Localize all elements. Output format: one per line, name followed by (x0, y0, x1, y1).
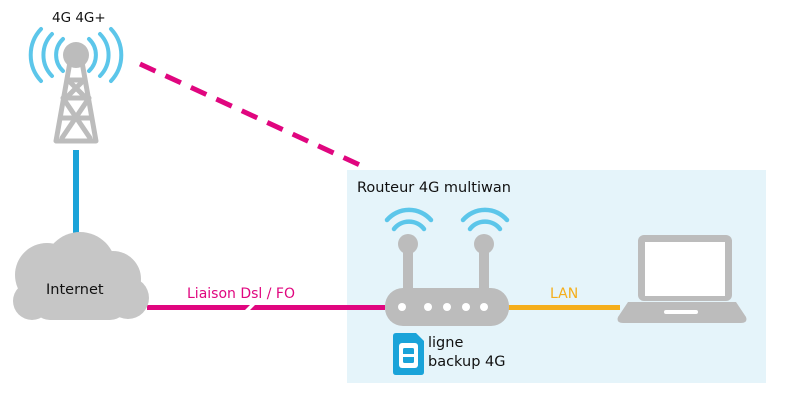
backup-label-line1: ligne (428, 335, 464, 351)
lan-link (508, 305, 620, 310)
4g-wireless-link (138, 61, 364, 169)
router-box-label: Routeur 4G multiwan (357, 180, 511, 196)
tower-label: 4G 4G+ (52, 10, 106, 26)
dsl-link-label: Liaison Dsl / FO (187, 286, 295, 302)
cloud-label: Internet (46, 282, 104, 298)
laptop-icon (617, 235, 747, 323)
dsl-link (147, 305, 385, 310)
cell-tower-icon (28, 27, 124, 144)
tower-internet-link (73, 150, 79, 240)
sim-card-icon (393, 333, 424, 375)
backup-label-line2: backup 4G (428, 354, 506, 370)
backup-label: ligne backup 4G (428, 334, 505, 372)
wifi-router-icon (384, 207, 510, 326)
cloud-icon (13, 232, 149, 320)
lan-link-label: LAN (550, 286, 579, 302)
